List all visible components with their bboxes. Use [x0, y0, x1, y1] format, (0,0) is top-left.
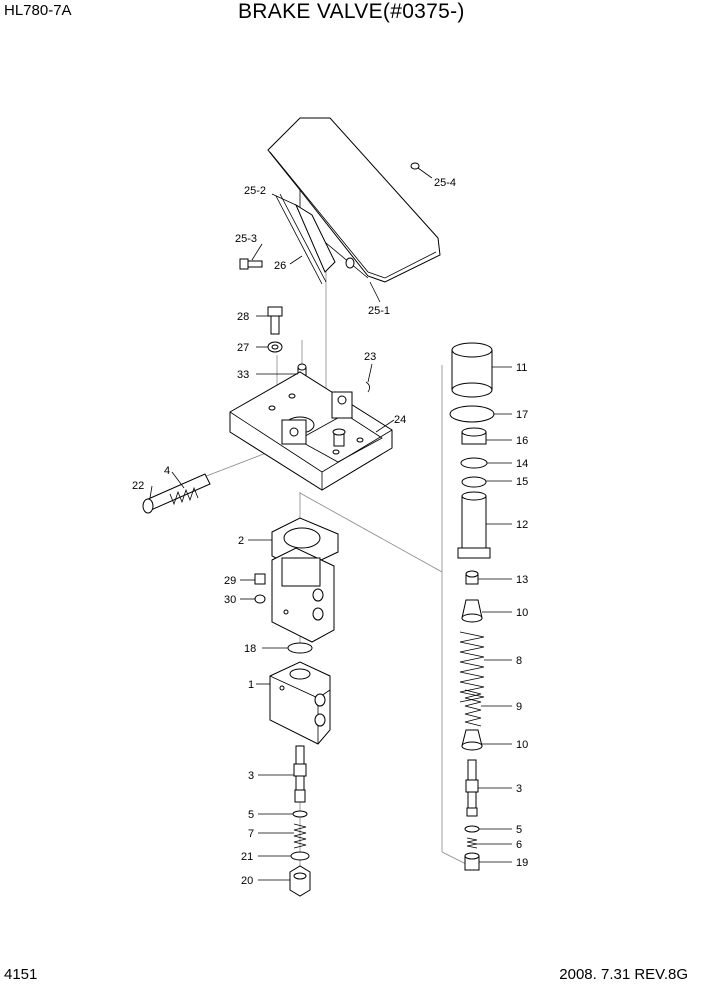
callout-label: 3: [248, 770, 254, 782]
callout-label: 25-2: [244, 185, 266, 197]
mounting-plate: [229, 371, 393, 491]
callout-label: 2: [238, 535, 244, 547]
callout-label: 3: [516, 783, 522, 795]
plug-29: [254, 573, 266, 585]
pin-23: [365, 381, 370, 393]
callout-label: 19: [516, 857, 528, 869]
callout-label: 25-1: [368, 305, 390, 317]
seat-10-upper: [461, 599, 483, 623]
o-ring-15: [461, 476, 487, 488]
o-ring-17: [449, 405, 495, 423]
callout-label: 1: [248, 679, 254, 691]
callout-label: 7: [248, 828, 254, 840]
spool-left: [293, 745, 307, 803]
callout-label: 16: [516, 435, 528, 447]
ring-5-left: [292, 810, 308, 818]
callout-label: 24: [394, 414, 406, 426]
piston-12: [457, 491, 491, 559]
plug-20: [289, 865, 311, 897]
seat-10-lower: [461, 729, 483, 751]
bolt-28: [267, 306, 283, 335]
callout-label: 5: [248, 809, 254, 821]
callout-label: 21: [241, 851, 253, 863]
callout-label: 26: [274, 260, 286, 272]
callout-label: 28: [237, 311, 249, 323]
o-ring-21: [290, 851, 310, 861]
brake-pedal: [267, 117, 441, 283]
callout-label: 5: [516, 824, 522, 836]
model-number: HL780-7A: [4, 2, 72, 19]
washer-25-4: [410, 162, 420, 170]
callout-label: 14: [516, 458, 528, 470]
spring-6: [466, 837, 478, 849]
cap-19: [464, 852, 480, 871]
washer-27: [267, 341, 283, 353]
washer-30: [254, 594, 266, 604]
callout-label: 33: [237, 369, 249, 381]
callout-label: 9: [516, 701, 522, 713]
pedal-rod: [275, 193, 327, 285]
bushing-16: [461, 427, 487, 445]
callout-label: 17: [516, 409, 528, 421]
bolt-25-3: [239, 258, 263, 270]
callout-label: 20: [241, 875, 253, 887]
ring-5-right: [464, 825, 480, 833]
valve-body-upper: [271, 517, 339, 643]
o-ring-14: [460, 457, 488, 469]
revision-date: 2008. 7.31 REV.8G: [559, 966, 688, 983]
o-ring-18: [287, 642, 313, 654]
callout-label: 11: [516, 362, 527, 374]
spool-right: [465, 759, 479, 817]
callout-label: 25-4: [434, 177, 456, 189]
spring-8: [459, 631, 485, 703]
page-number: 4151: [4, 966, 38, 983]
page-title: BRAKE VALVE(#0375-): [238, 0, 465, 23]
callout-label: 18: [244, 643, 256, 655]
callout-label: 13: [516, 574, 528, 586]
callout-label: 12: [516, 519, 528, 531]
callout-label: 30: [224, 594, 236, 606]
callout-label: 6: [516, 839, 522, 851]
callout-label: 25-3: [235, 233, 257, 245]
callout-label: 8: [516, 655, 522, 667]
spring-4: [169, 486, 199, 506]
leader-lines: [149, 167, 512, 881]
spring-7: [293, 823, 307, 849]
push-rod-22: [142, 473, 211, 514]
callout-labels: 25-4 25-2 25-3 26 25-1 28 27 23 33 24 4 …: [132, 177, 528, 887]
valve-body-lower: [269, 661, 331, 745]
callout-label: 27: [237, 342, 249, 354]
retainer-13: [465, 570, 479, 585]
callout-label: 10: [516, 607, 528, 619]
callout-label: 10: [516, 739, 528, 751]
callout-label: 29: [224, 575, 236, 587]
cap-11: [451, 342, 493, 398]
callout-label: 23: [364, 351, 376, 363]
callout-label: 4: [164, 465, 170, 477]
spring-9: [464, 689, 482, 727]
callout-label: 15: [516, 476, 528, 488]
callout-label: 22: [132, 480, 144, 492]
